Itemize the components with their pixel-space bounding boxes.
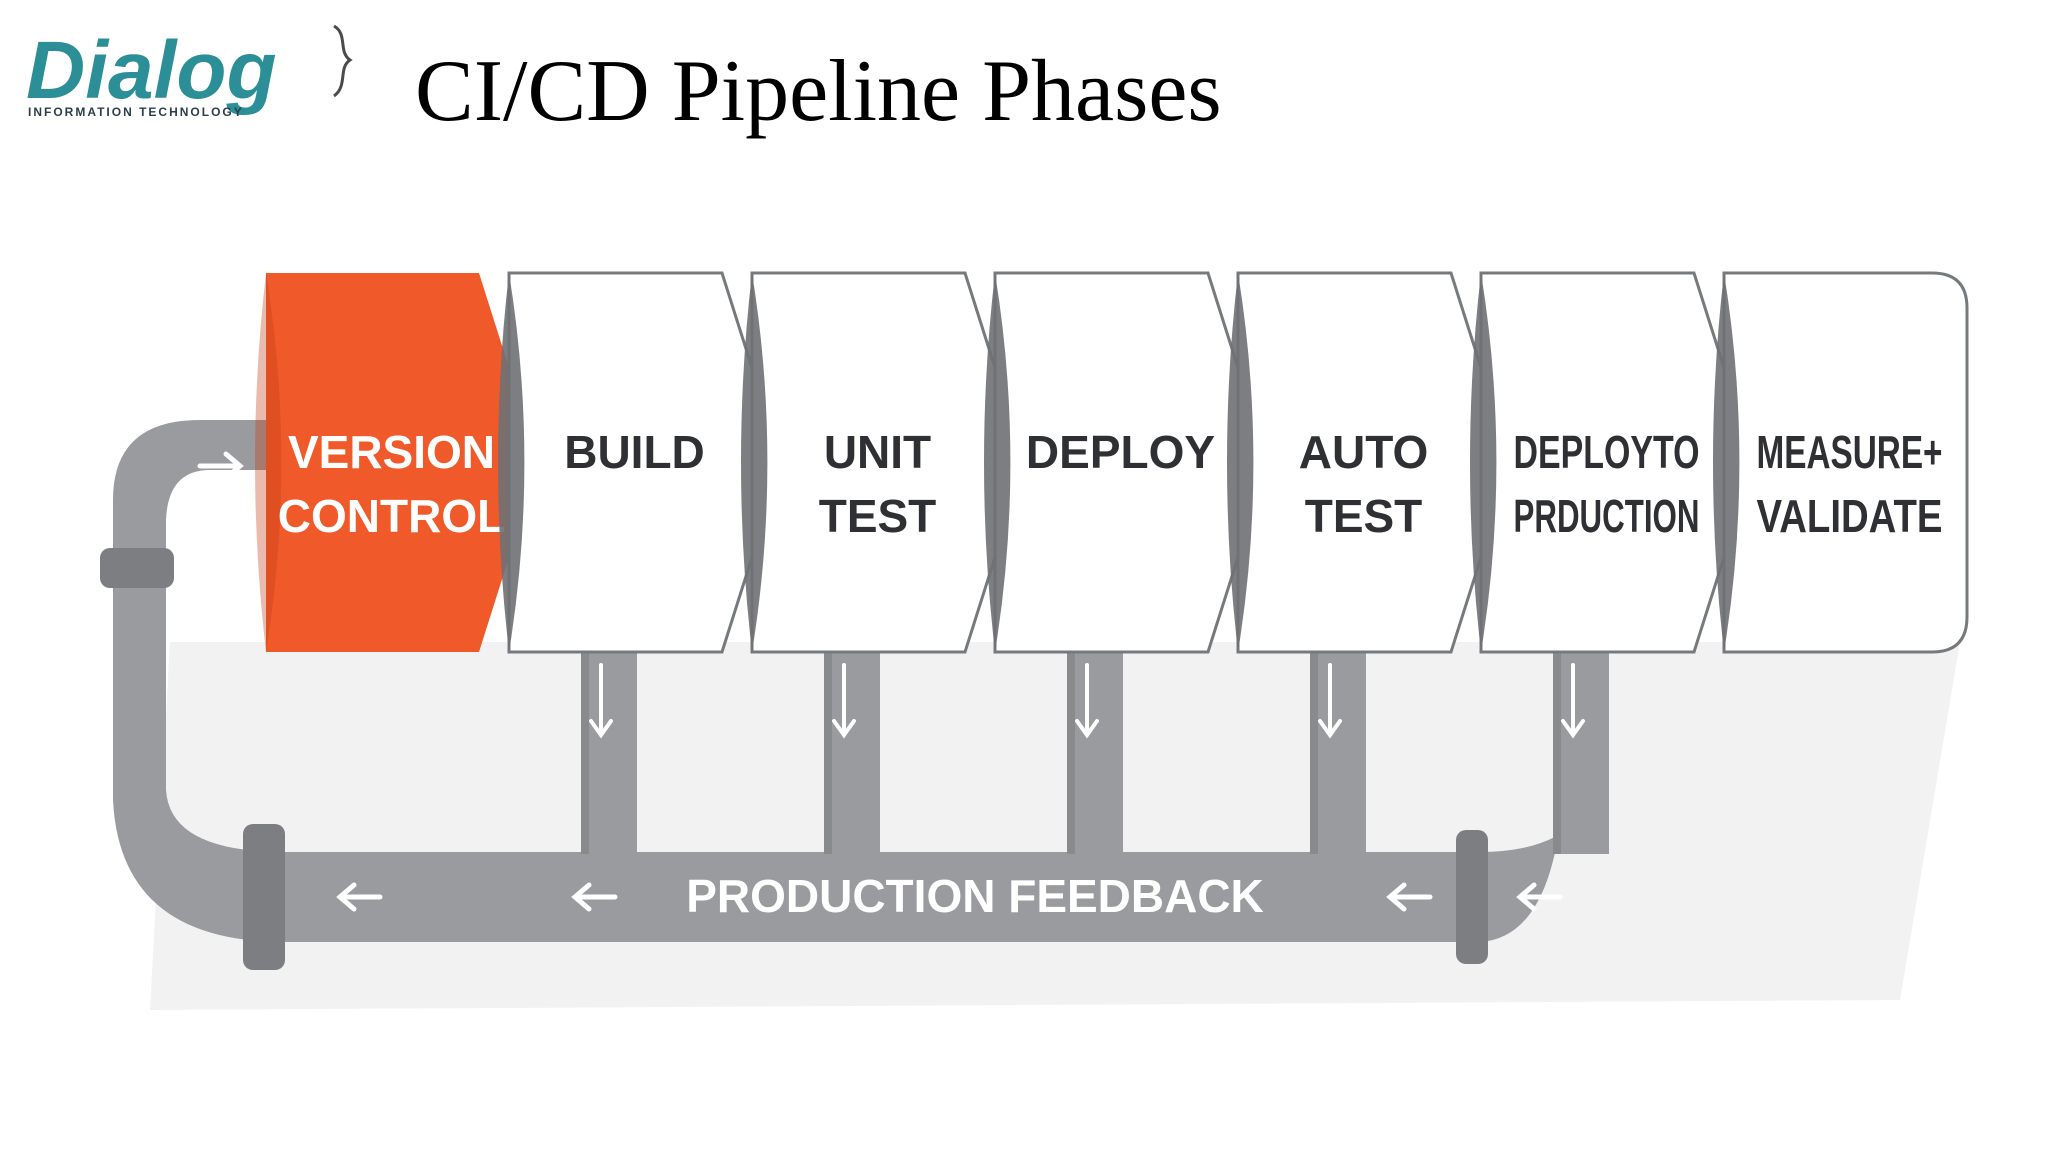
pipe-collar [100, 548, 174, 588]
stage-label: PRDUCTION [1514, 490, 1700, 542]
stage-unit-test: UNIT TEST [741, 271, 1027, 654]
stage-cap [1713, 273, 1740, 652]
stage-cap [255, 273, 282, 652]
stage-body [1722, 271, 1969, 654]
dropper-pipe-shade [1067, 652, 1075, 854]
stage-cap [1227, 273, 1254, 652]
stage-deploy: DEPLOY [984, 271, 1270, 654]
stage-cap [984, 273, 1011, 652]
stage-body [266, 273, 539, 652]
stage-cap [498, 273, 525, 652]
dropper-pipe [581, 652, 637, 854]
stage-label: BUILD [564, 426, 705, 478]
arrow-layer [197, 451, 1585, 912]
production-feedback-label: PRODUCTION FEEDBACK [686, 870, 1264, 922]
diagram-shadow [150, 642, 1960, 1010]
stage-label: DEPLOY [1026, 426, 1215, 478]
stage-label: VALIDATE [1757, 490, 1943, 542]
stage-label: VERSION [288, 426, 495, 478]
arrow-left-icon [1516, 882, 1563, 912]
arrow-down-icon [1075, 663, 1099, 739]
stage-label: DEPLOYTO [1514, 426, 1700, 478]
stage-cap [741, 273, 768, 652]
stage-measure-validate: MEASURE+ VALIDATE [1713, 271, 1969, 654]
pipeline-shadow [150, 642, 1960, 1010]
dropper-pipe [1553, 652, 1609, 854]
stage-build: BUILD [498, 271, 784, 654]
pipe-collar [243, 824, 285, 970]
stage-row: VERSION CONTROL BUILD UNIT TEST DEPLOY AUTO TES… [255, 271, 1969, 654]
stage-auto-test: AUTO TEST [1227, 271, 1513, 654]
stage-label: UNIT [824, 426, 931, 478]
logo-bracket-icon [332, 24, 353, 98]
dropper-pipe [1310, 652, 1366, 854]
stage-deployto-prduction: DEPLOYTO PRDUCTION [1470, 271, 1756, 654]
stage-label: AUTO [1299, 426, 1429, 478]
dropper-pipe [1067, 652, 1123, 854]
dialog-logo: Dialog INFORMATION TECHNOLOGY [26, 24, 353, 119]
stage-version-control: VERSION CONTROL [255, 273, 539, 652]
logo-tagline: INFORMATION TECHNOLOGY [28, 105, 244, 119]
feedback-pipe [100, 420, 1609, 970]
stage-cap [1470, 273, 1497, 652]
stage-label: CONTROL [278, 490, 505, 542]
dropper-pipe-shade [1553, 652, 1561, 854]
stage-label: TEST [1305, 490, 1423, 542]
arrow-down-icon [1561, 663, 1585, 739]
arrow-down-icon [589, 663, 613, 739]
arrow-down-icon [832, 663, 856, 739]
page-title: CI/CD Pipeline Phases [415, 43, 1222, 140]
pipe-collar [1456, 830, 1488, 964]
stage-label: TEST [819, 490, 937, 542]
stage-label: MEASURE+ [1757, 426, 1943, 478]
logo-word: Dialog [26, 25, 277, 116]
arrow-left-icon [336, 882, 383, 912]
arrow-right-icon [197, 451, 244, 481]
dropper-pipe-shade [581, 652, 589, 854]
arrow-left-icon [571, 882, 618, 912]
dropper-pipe [824, 652, 880, 854]
arrow-down-icon [1318, 663, 1342, 739]
dropper-pipe-shade [824, 652, 832, 854]
arrow-left-icon [1386, 882, 1433, 912]
dropper-pipe-shade [1310, 652, 1318, 854]
feedback-pipe-main [285, 655, 1605, 942]
